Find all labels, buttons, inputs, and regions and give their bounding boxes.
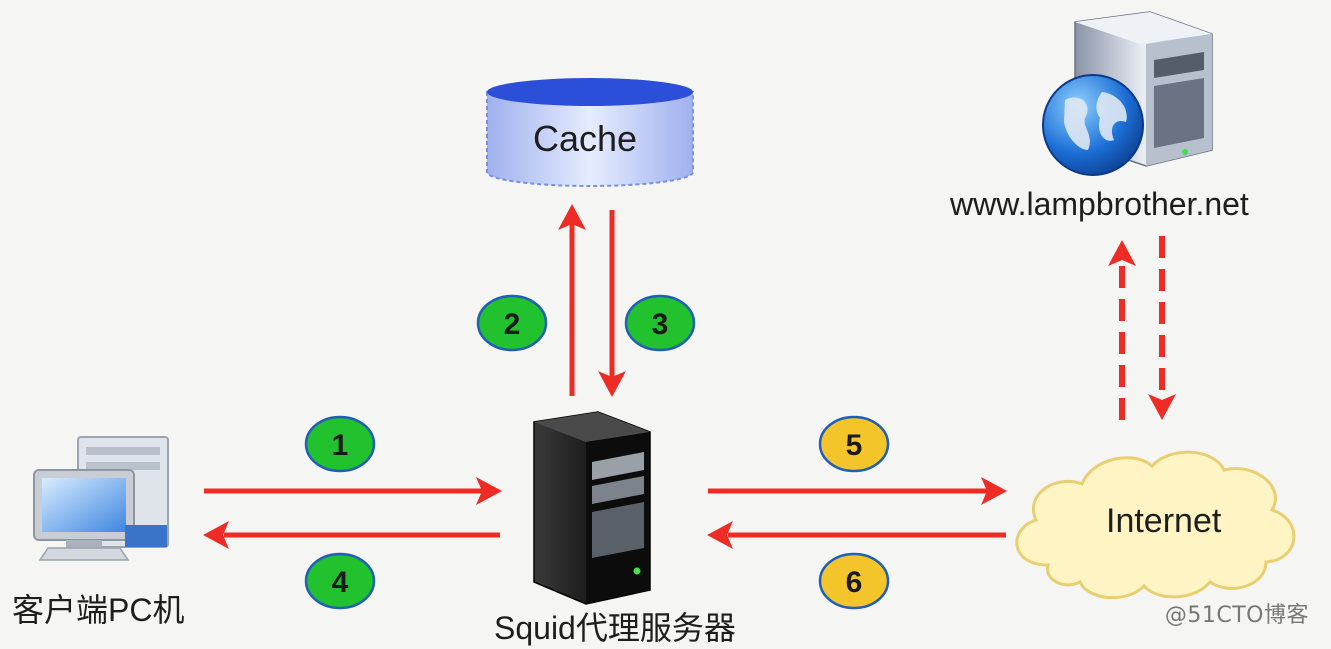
- step-number: 6: [846, 566, 863, 599]
- step-badge-3: 3: [624, 294, 696, 352]
- step-badge-circle: [304, 415, 376, 473]
- step-badges: 1 2 3 4 5 6: [304, 294, 890, 610]
- webserver-label: www.lampbrother.net: [950, 186, 1249, 222]
- arrow-head: [1148, 394, 1176, 420]
- step-badge-circle: [624, 294, 696, 352]
- step-badge-6: 6: [818, 552, 890, 610]
- web-server-globe-icon: [1042, 11, 1213, 176]
- internet-label: Internet: [1106, 502, 1222, 540]
- step-badge-4: 4: [304, 552, 376, 610]
- step-number: 2: [504, 308, 521, 341]
- desktop-computer-icon: [33, 436, 169, 561]
- cache-label: Cache: [533, 118, 638, 159]
- arrow-head: [981, 477, 1007, 505]
- arrow-head: [598, 371, 626, 397]
- cache-database-icon: [486, 78, 694, 187]
- arrows: [203, 204, 1176, 549]
- watermark: @51CTO博客: [1164, 603, 1309, 628]
- tower-server-icon: [533, 411, 651, 605]
- arrow-head: [707, 521, 733, 549]
- step-badge-5: 5: [818, 415, 890, 473]
- proxy-label: Squid代理服务器: [494, 610, 736, 646]
- client-label: 客户端PC机: [12, 592, 185, 628]
- step-badge-1: 1: [304, 415, 376, 473]
- step-badge-circle: [818, 552, 890, 610]
- cloud-icon: [1015, 450, 1296, 600]
- step-badge-circle: [304, 552, 376, 610]
- step-number: 5: [846, 429, 863, 462]
- step-badge-circle: [818, 415, 890, 473]
- arrow-head: [476, 477, 502, 505]
- step-number: 3: [652, 308, 669, 341]
- step-badge-circle: [476, 294, 548, 352]
- step-number: 4: [332, 566, 349, 599]
- step-number: 1: [332, 429, 349, 462]
- arrow-head: [203, 521, 229, 549]
- arrow-head: [558, 204, 586, 230]
- step-badge-2: 2: [476, 294, 548, 352]
- arrow-head: [1108, 240, 1136, 266]
